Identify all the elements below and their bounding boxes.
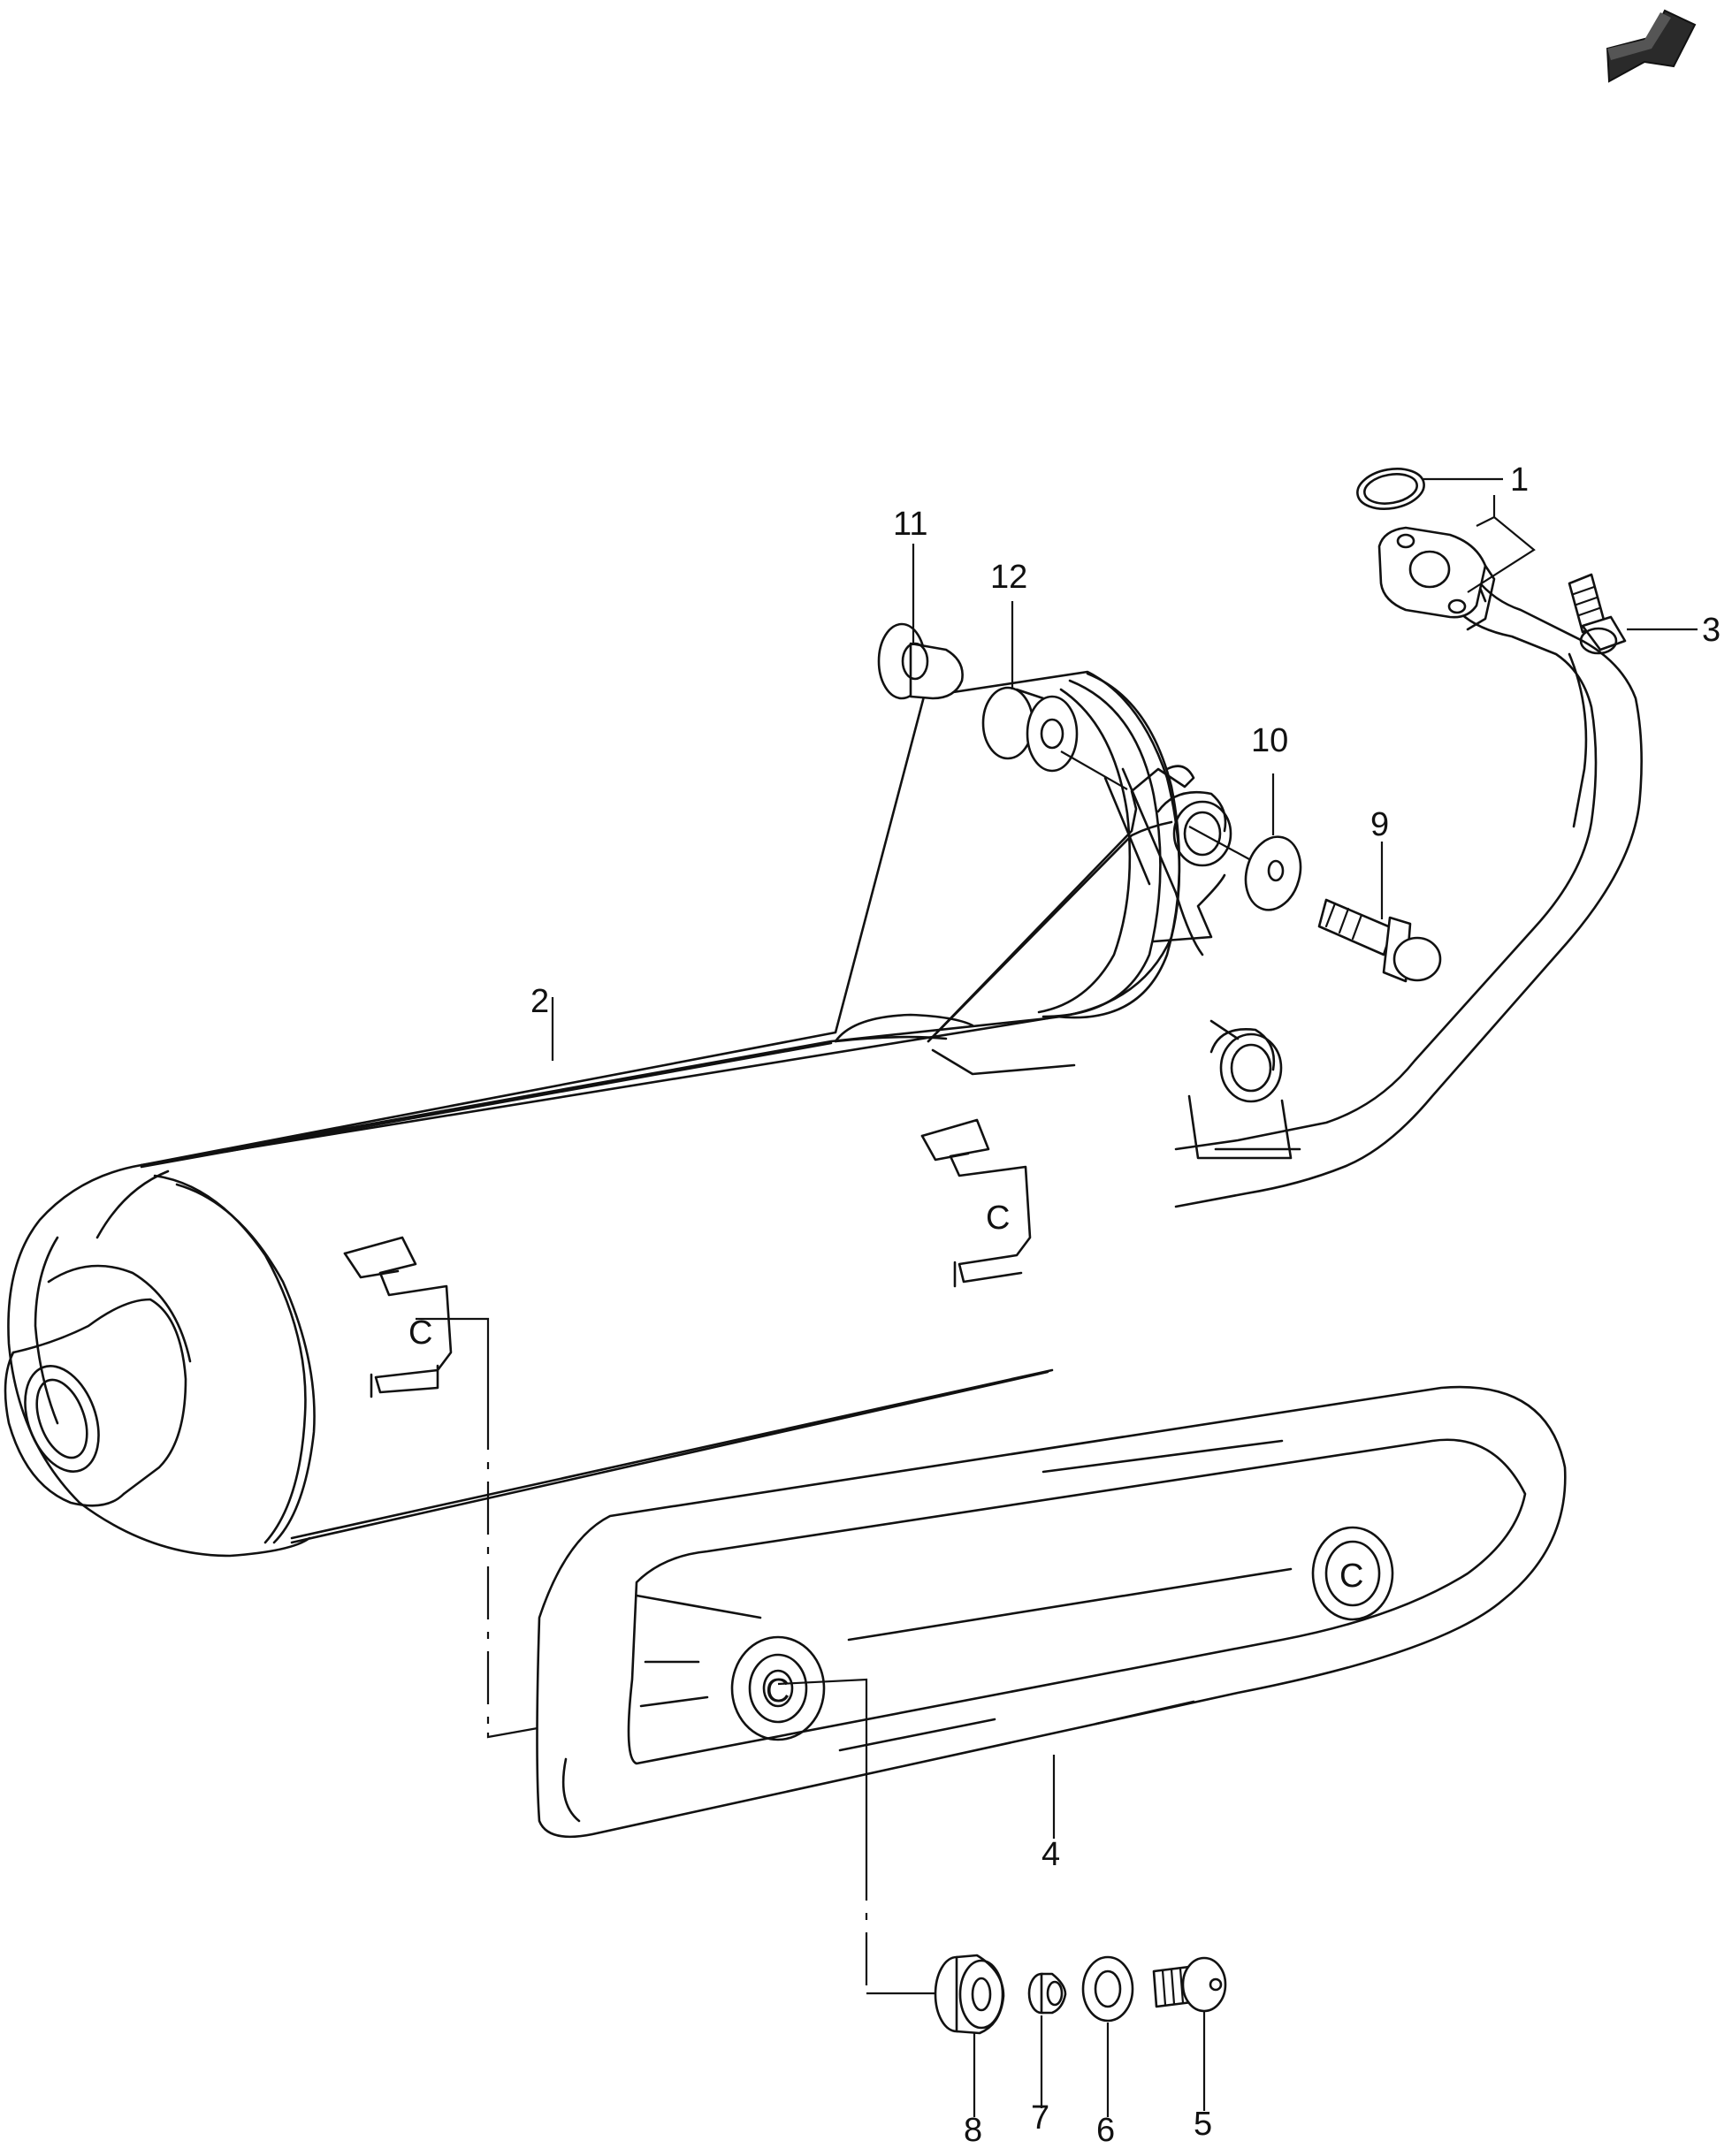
plain-washer <box>1081 1955 1134 2023</box>
bushing <box>877 622 964 700</box>
callout-4: 4 <box>1041 1836 1060 1873</box>
collar <box>1027 1972 1067 2015</box>
washer <box>1244 835 1302 911</box>
callout-2: 2 <box>530 983 549 1020</box>
callout-labels: 1 2 3 4 5 6 7 8 9 10 11 12 <box>530 461 1721 2149</box>
callout-1: 1 <box>1510 461 1529 499</box>
callout-3: 3 <box>1702 612 1721 649</box>
cap-screw <box>1152 1956 1227 2013</box>
callout-8: 8 <box>964 2112 982 2149</box>
exhaust-header-pipe <box>1174 526 1643 1208</box>
callout-10: 10 <box>1251 722 1288 759</box>
callout-7: 7 <box>1031 2099 1049 2137</box>
exhaust-gasket <box>1356 468 1425 510</box>
grommet <box>981 686 1079 773</box>
forward-arrow-icon <box>1606 9 1697 83</box>
callout-5: 5 <box>1194 2106 1212 2143</box>
stud-bolt <box>1568 573 1627 655</box>
mount-clip-front: C <box>343 1236 453 1398</box>
clip-mark-rear: C <box>986 1200 1010 1237</box>
muffler <box>4 670 1181 1558</box>
muffler-protector: C C <box>536 1385 1567 1839</box>
leader-lines <box>416 477 1698 2117</box>
muffler-mount-bracket <box>927 765 1301 1160</box>
callout-9: 9 <box>1370 806 1389 843</box>
mounting-bolt <box>1317 898 1442 983</box>
clip-mark-front: C <box>408 1314 432 1352</box>
protector-mark-rear: C <box>1339 1558 1363 1595</box>
rubber-damper <box>934 1954 1005 2035</box>
mount-clip-rear: C <box>920 1118 1032 1288</box>
callout-12: 12 <box>990 559 1027 596</box>
callout-11: 11 <box>893 506 927 543</box>
callout-6: 6 <box>1096 2112 1115 2149</box>
protector-mark-front: C <box>766 1672 790 1710</box>
